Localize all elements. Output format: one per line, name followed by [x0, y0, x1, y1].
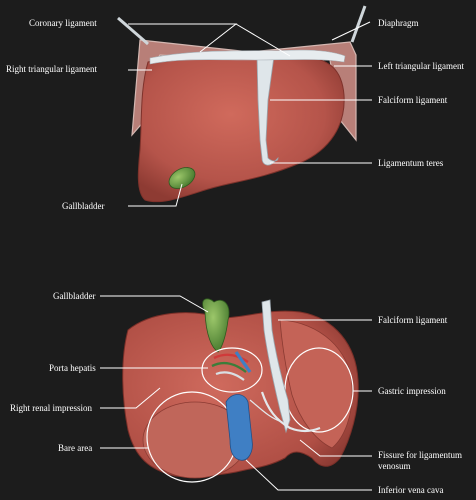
bottom-liver-view: [122, 298, 359, 483]
inferior-vena-cava: [225, 394, 253, 461]
label-right-triangular-ligament: Right triangular ligament: [6, 64, 97, 74]
label-porta-hepatis: Porta hepatis: [49, 363, 96, 373]
label-coronary-ligament: Coronary ligament: [29, 18, 97, 28]
label-left-triangular-ligament: Left triangular ligament: [378, 61, 464, 71]
label-gastric-impression: Gastric impression: [378, 386, 446, 396]
coronary-ligament-band: [149, 49, 346, 65]
falciform-ligament-top: [256, 55, 279, 166]
top-liver-view: [117, 5, 367, 203]
top-leader-lines: [128, 21, 372, 207]
bottom-leader-lines: [100, 295, 372, 491]
gallbladder-top: [168, 167, 196, 189]
porta-hepatis-outline: [201, 347, 263, 393]
porta-hepatis-vessels: [211, 351, 252, 381]
label-fissure-ligamentum-venosum-line2: venosum: [378, 461, 411, 471]
diaphragm-right-hook: [350, 5, 367, 43]
label-fissure-ligamentum-venosum-line1: Fissure for ligamentum: [378, 450, 462, 460]
gallbladder-bottom: [202, 298, 230, 353]
label-falciform-ligament-top: Falciform ligament: [378, 95, 448, 105]
ligamentum-venosum: [260, 391, 321, 433]
label-ligamentum-teres: Ligamentum teres: [378, 158, 444, 168]
label-right-renal-impression: Right renal impression: [10, 403, 92, 413]
label-diaphragm: Diaphragm: [378, 18, 419, 28]
label-bare-area: Bare area: [58, 443, 93, 453]
label-falciform-ligament-bottom: Falciform ligament: [378, 315, 448, 325]
diaphragm-left-hook: [117, 16, 149, 46]
label-inferior-vena-cava: Inferior vena cava: [378, 485, 444, 495]
label-gallbladder-top: Gallbladder: [62, 201, 105, 211]
label-gallbladder-bottom: Gallbladder: [53, 291, 96, 301]
